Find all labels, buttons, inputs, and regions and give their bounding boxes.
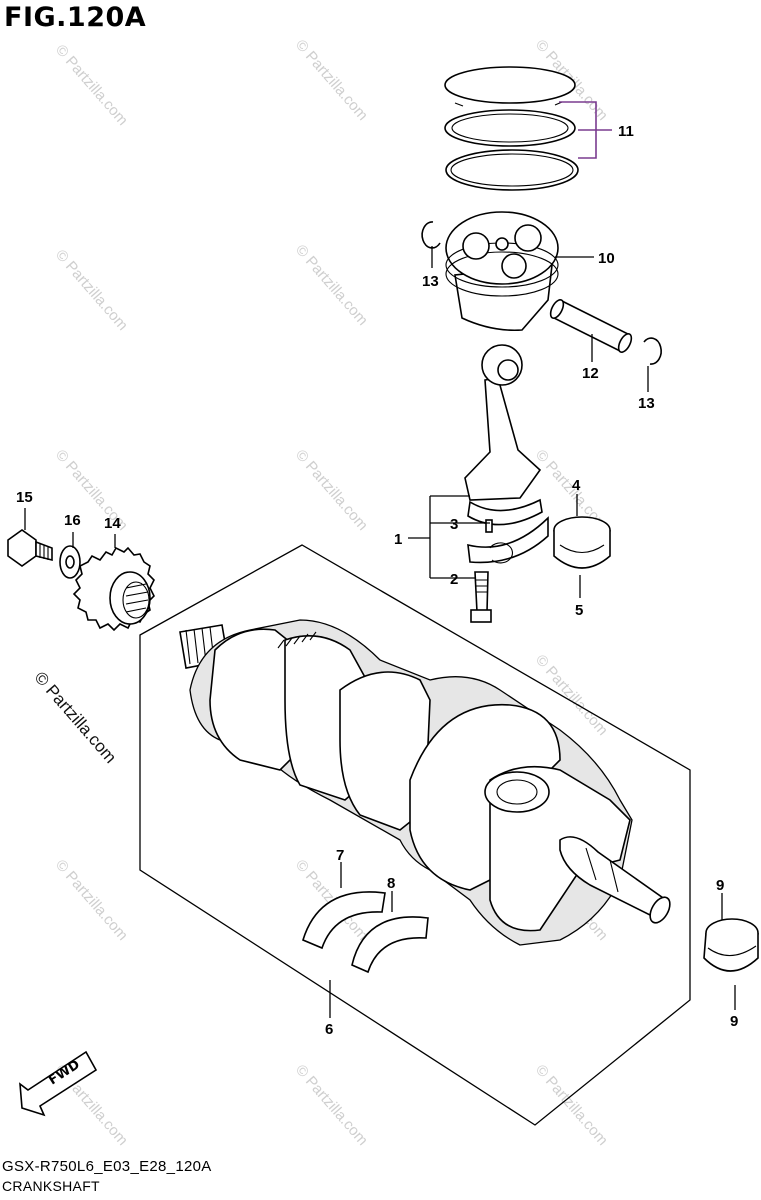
sprocket-bolt [7, 529, 53, 567]
circlip-left [421, 221, 441, 249]
callout-7: 7 [336, 847, 344, 864]
callout-16: 16 [64, 512, 81, 529]
callout-9-bottom: 9 [730, 1013, 738, 1030]
footer-name: CRANKSHAFT [2, 1178, 100, 1194]
callout-8: 8 [387, 875, 395, 892]
footer-code: GSX-R750L6_E03_E28_120A [2, 1158, 212, 1175]
piston-pin [549, 298, 633, 354]
callout-14: 14 [104, 515, 121, 532]
figure-title: FIG.120A [4, 2, 147, 33]
callout-9-top: 9 [716, 877, 724, 894]
callout-11: 11 [618, 123, 634, 140]
connecting-rod [464, 344, 549, 564]
watermark-text: © Partzilla.com [292, 1061, 371, 1148]
callout-13-right: 13 [638, 395, 655, 412]
callout-6: 6 [325, 1021, 333, 1038]
callouts: 11 10 13 12 13 1 3 2 4 5 15 16 14 7 8 6 … [16, 123, 738, 1038]
crankshaft-outline-box [139, 544, 691, 1126]
callout-1: 1 [394, 531, 402, 548]
watermark-text: © Partzilla.com [292, 36, 371, 123]
watermark-text: © Partzilla.com [52, 856, 131, 943]
callout-15: 15 [16, 489, 33, 506]
watermark-text: © Partzilla.com [52, 41, 131, 128]
callout-12: 12 [582, 365, 599, 382]
callout-5: 5 [575, 602, 583, 619]
rod-bolt-pin [485, 519, 493, 533]
washer [59, 545, 81, 579]
callout-3: 3 [450, 516, 458, 533]
crank-sprocket [72, 546, 155, 632]
watermark-text: © Partzilla.com [52, 246, 131, 333]
rod-bolt [470, 571, 492, 623]
callout-2: 2 [450, 571, 458, 588]
callout-13-left: 13 [422, 273, 439, 290]
leader-lines [24, 101, 736, 1018]
callout-4: 4 [572, 477, 581, 494]
thrust-bearings [302, 891, 429, 974]
main-bearing [703, 918, 759, 972]
callout-10: 10 [598, 250, 615, 267]
crankshaft [179, 619, 671, 946]
circlip-right [643, 337, 662, 365]
rod-bearing [553, 516, 611, 569]
fwd-arrow: FWD [19, 1050, 98, 1117]
piston [445, 211, 559, 332]
watermark-text: © Partzilla.com [292, 241, 371, 328]
piston-rings [444, 66, 579, 191]
watermark-text: © Partzilla.com [532, 1061, 611, 1148]
watermark-text: © Partzilla.com [292, 446, 371, 533]
